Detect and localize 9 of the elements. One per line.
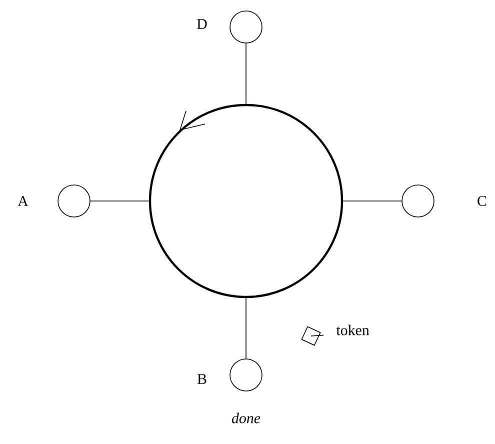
node-label: D — [197, 19, 207, 29]
node-label: done — [232, 412, 260, 424]
node-label: C — [478, 196, 486, 206]
node-label: A — [18, 196, 28, 206]
token-label: token — [336, 324, 370, 336]
connector-line — [90, 200, 150, 202]
node-label: B — [197, 374, 206, 384]
connector-line — [342, 200, 402, 202]
ring-circle — [148, 104, 344, 298]
